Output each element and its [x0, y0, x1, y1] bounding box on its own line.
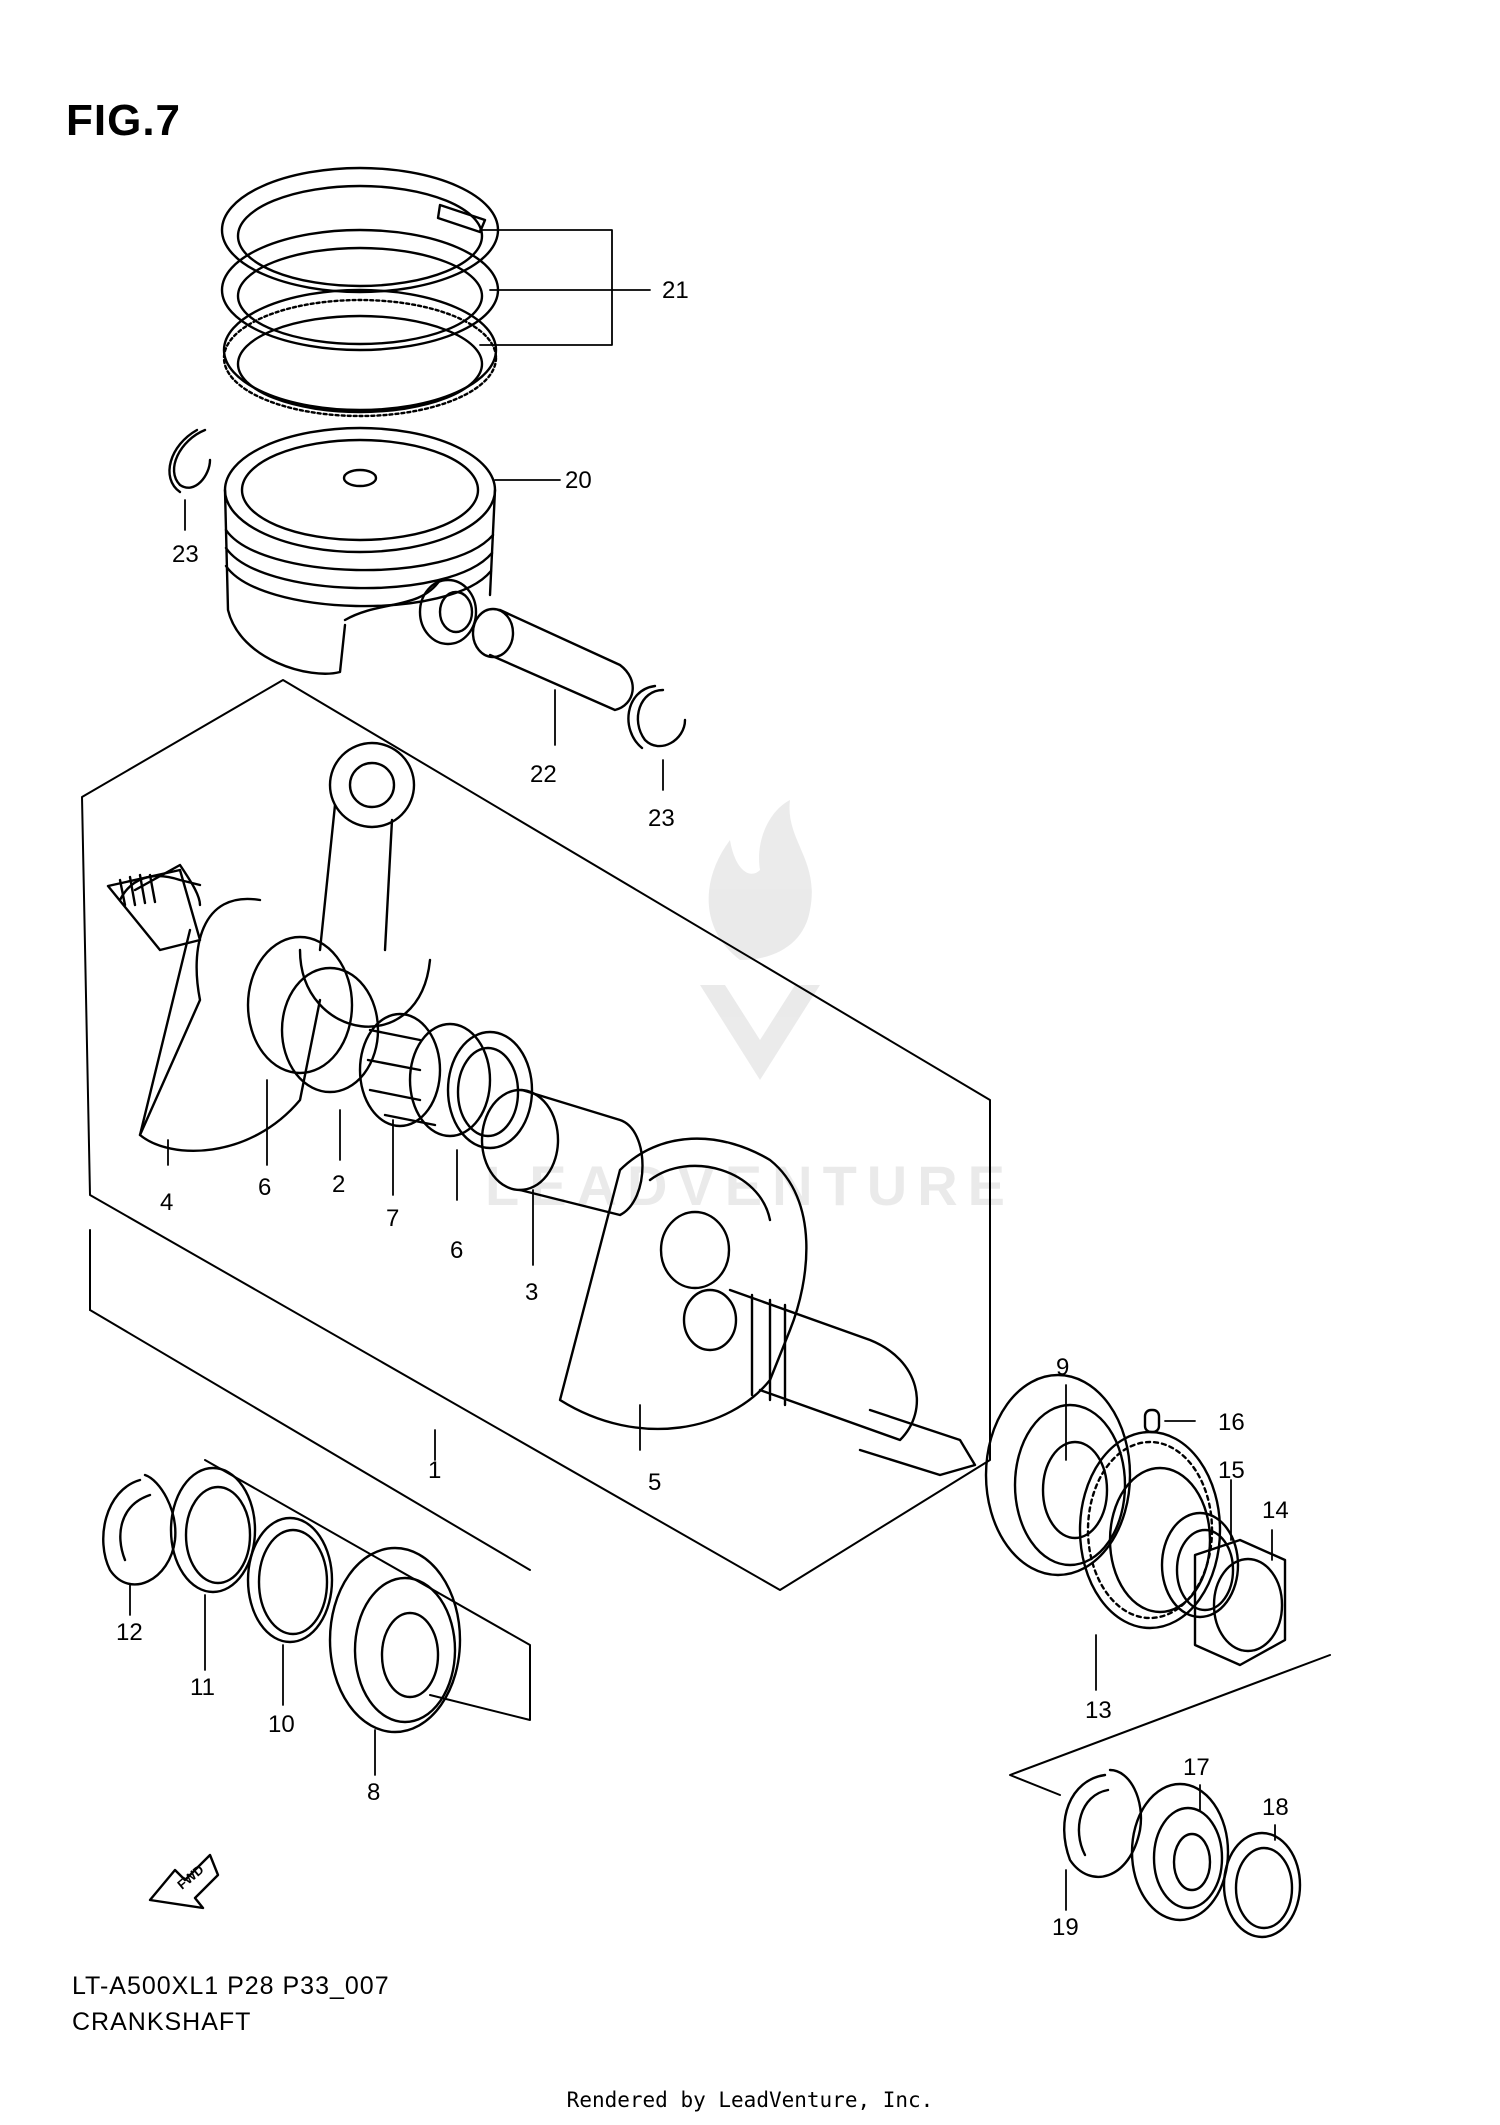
seal-ring-10	[246, 1516, 334, 1644]
callout-6-left: 6	[258, 1174, 271, 1201]
circlip-19	[1063, 1768, 1143, 1878]
fwd-arrow-icon: FWD	[148, 1853, 220, 1910]
callout-21: 21	[662, 277, 689, 304]
callout-23-left: 23	[172, 541, 199, 568]
callout-2: 2	[332, 1171, 345, 1198]
figure-title: FIG.7	[66, 96, 182, 145]
washer-6	[446, 1030, 534, 1150]
section-name: CRANKSHAFT	[72, 2008, 252, 2036]
leader-lines	[129, 229, 1276, 1911]
circlip-23-right	[627, 684, 687, 750]
callout-6-right: 6	[450, 1237, 463, 1264]
piston-pin	[471, 607, 634, 712]
model-code: LT-A500XL1 P28 P33_007	[72, 1972, 390, 2000]
oil-seal-11	[169, 1466, 257, 1594]
assembly-frame-right	[1009, 1654, 1331, 1796]
callout-5: 5	[648, 1469, 661, 1496]
render-credit: Rendered by LeadVenture, Inc.	[566, 2088, 934, 2112]
crank-web-left	[118, 863, 380, 1152]
watermark-logo	[700, 800, 820, 1080]
callout-3: 3	[525, 1279, 538, 1306]
left-shaft	[106, 868, 202, 952]
callout-13: 13	[1085, 1697, 1112, 1724]
callout-17: 17	[1183, 1754, 1210, 1781]
assembly-frame-1	[81, 679, 991, 1591]
callout-labels: 21 20 23 22 23 4 6 2 7 6 3 1 5 9 16 15 1…	[116, 277, 1289, 1941]
callout-9: 9	[1056, 1354, 1069, 1381]
bearing-8	[328, 1546, 462, 1734]
needle-bearing	[358, 1012, 492, 1138]
callout-12: 12	[116, 1619, 143, 1646]
callout-23-right: 23	[648, 805, 675, 832]
callout-10: 10	[268, 1711, 295, 1738]
callout-20: 20	[565, 467, 592, 494]
callout-16: 16	[1218, 1409, 1245, 1436]
callout-7: 7	[386, 1205, 399, 1232]
callout-19: 19	[1052, 1914, 1079, 1941]
oil-seal-18	[1222, 1831, 1302, 1939]
callout-1: 1	[428, 1457, 441, 1484]
callout-8: 8	[367, 1779, 380, 1806]
bearing-9	[984, 1373, 1132, 1577]
callout-15: 15	[1218, 1457, 1245, 1484]
piston-rings	[220, 166, 500, 418]
callout-14: 14	[1262, 1497, 1289, 1524]
spacer	[480, 1088, 644, 1217]
callout-22: 22	[530, 761, 557, 788]
callout-18: 18	[1262, 1794, 1289, 1821]
washer-15	[1160, 1511, 1240, 1619]
bearing-17	[1130, 1782, 1230, 1922]
callout-4: 4	[160, 1189, 173, 1216]
connecting-rod	[298, 741, 432, 1028]
circlip-12	[102, 1473, 177, 1586]
watermark-text: LEADVENTURE	[485, 1154, 1015, 1217]
key-16	[1143, 1408, 1161, 1434]
nut-14	[1193, 1538, 1287, 1667]
piston	[223, 426, 497, 675]
assembly-frame-lower	[204, 1459, 531, 1721]
callout-11: 11	[190, 1674, 215, 1701]
crank-web-right	[558, 1137, 977, 1477]
circlip-23-left	[168, 428, 212, 494]
